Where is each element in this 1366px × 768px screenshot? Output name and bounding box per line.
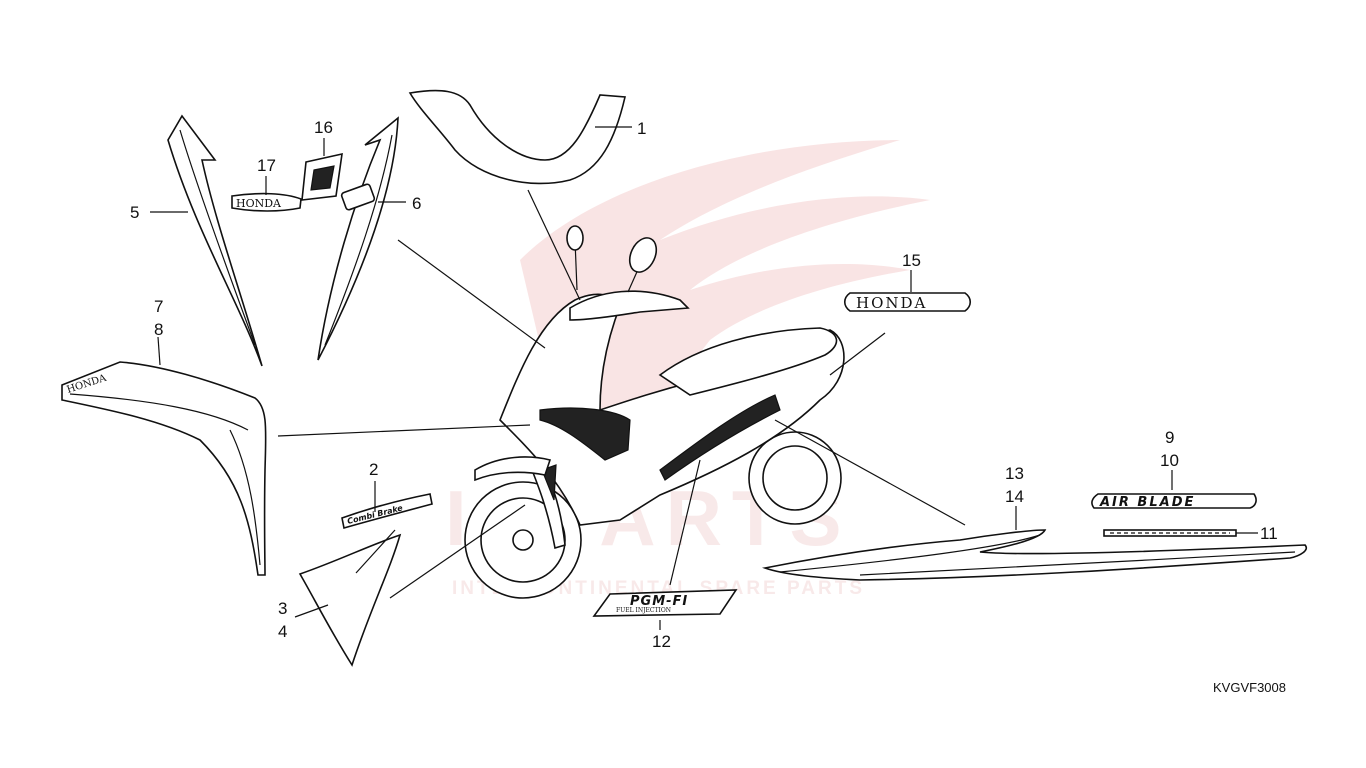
callout-7: 7 <box>154 297 163 316</box>
part-12-pgmfi: PGM-FI FUEL INJECTION <box>592 589 738 617</box>
callout-15: 15 <box>902 251 921 270</box>
watermark-wing-logo <box>520 140 930 430</box>
callout-12: 12 <box>652 632 671 651</box>
part-9-10-airblade: AIR BLADE <box>1091 493 1257 510</box>
part-17-honda-emblem: HONDA <box>231 192 302 212</box>
part-2-combi-brake: Combi Brake <box>341 493 433 530</box>
drawing-code: KVGVF3008 <box>1213 680 1286 695</box>
callout-11: 11 <box>1260 524 1278 543</box>
part-5-left-stripe <box>167 114 263 367</box>
part-1-front-stripe <box>408 89 626 185</box>
callout-9: 9 <box>1165 428 1174 447</box>
callout-10: 10 <box>1160 451 1179 470</box>
part-16-badge <box>301 152 343 201</box>
callout-5: 5 <box>130 203 139 222</box>
decal-text-12: PGM-FI <box>630 594 688 609</box>
callout-17: 17 <box>257 156 276 175</box>
part-13-14-rear-stripe <box>761 529 1308 581</box>
callout-13: 13 <box>1005 464 1024 483</box>
part-7-8-side-cover: HONDA <box>61 361 267 576</box>
decal-text-12-sub: FUEL INJECTION <box>616 607 671 614</box>
callout-labels: 1 2 3 4 5 6 7 8 9 10 11 12 13 14 15 16 1… <box>130 118 1286 695</box>
callout-4: 4 <box>278 622 287 641</box>
scooter-illustration <box>464 225 845 599</box>
callout-2: 2 <box>369 460 378 479</box>
callout-3: 3 <box>278 599 287 618</box>
callout-8: 8 <box>154 320 163 339</box>
decal-text-15: HONDA <box>856 294 927 312</box>
callout-1: 1 <box>637 119 646 138</box>
callout-6: 6 <box>412 194 421 213</box>
decal-text-9: AIR BLADE <box>1099 495 1195 510</box>
part-15-honda-emblem: HONDA <box>843 292 972 312</box>
decal-text-17: HONDA <box>236 197 282 210</box>
part-3-4-lower-panel <box>298 533 402 667</box>
callout-16: 16 <box>314 118 333 137</box>
leader-lines <box>150 126 1258 630</box>
callout-14: 14 <box>1005 487 1024 506</box>
part-6-right-stripe <box>317 116 399 361</box>
part-11-strip <box>1103 529 1237 537</box>
